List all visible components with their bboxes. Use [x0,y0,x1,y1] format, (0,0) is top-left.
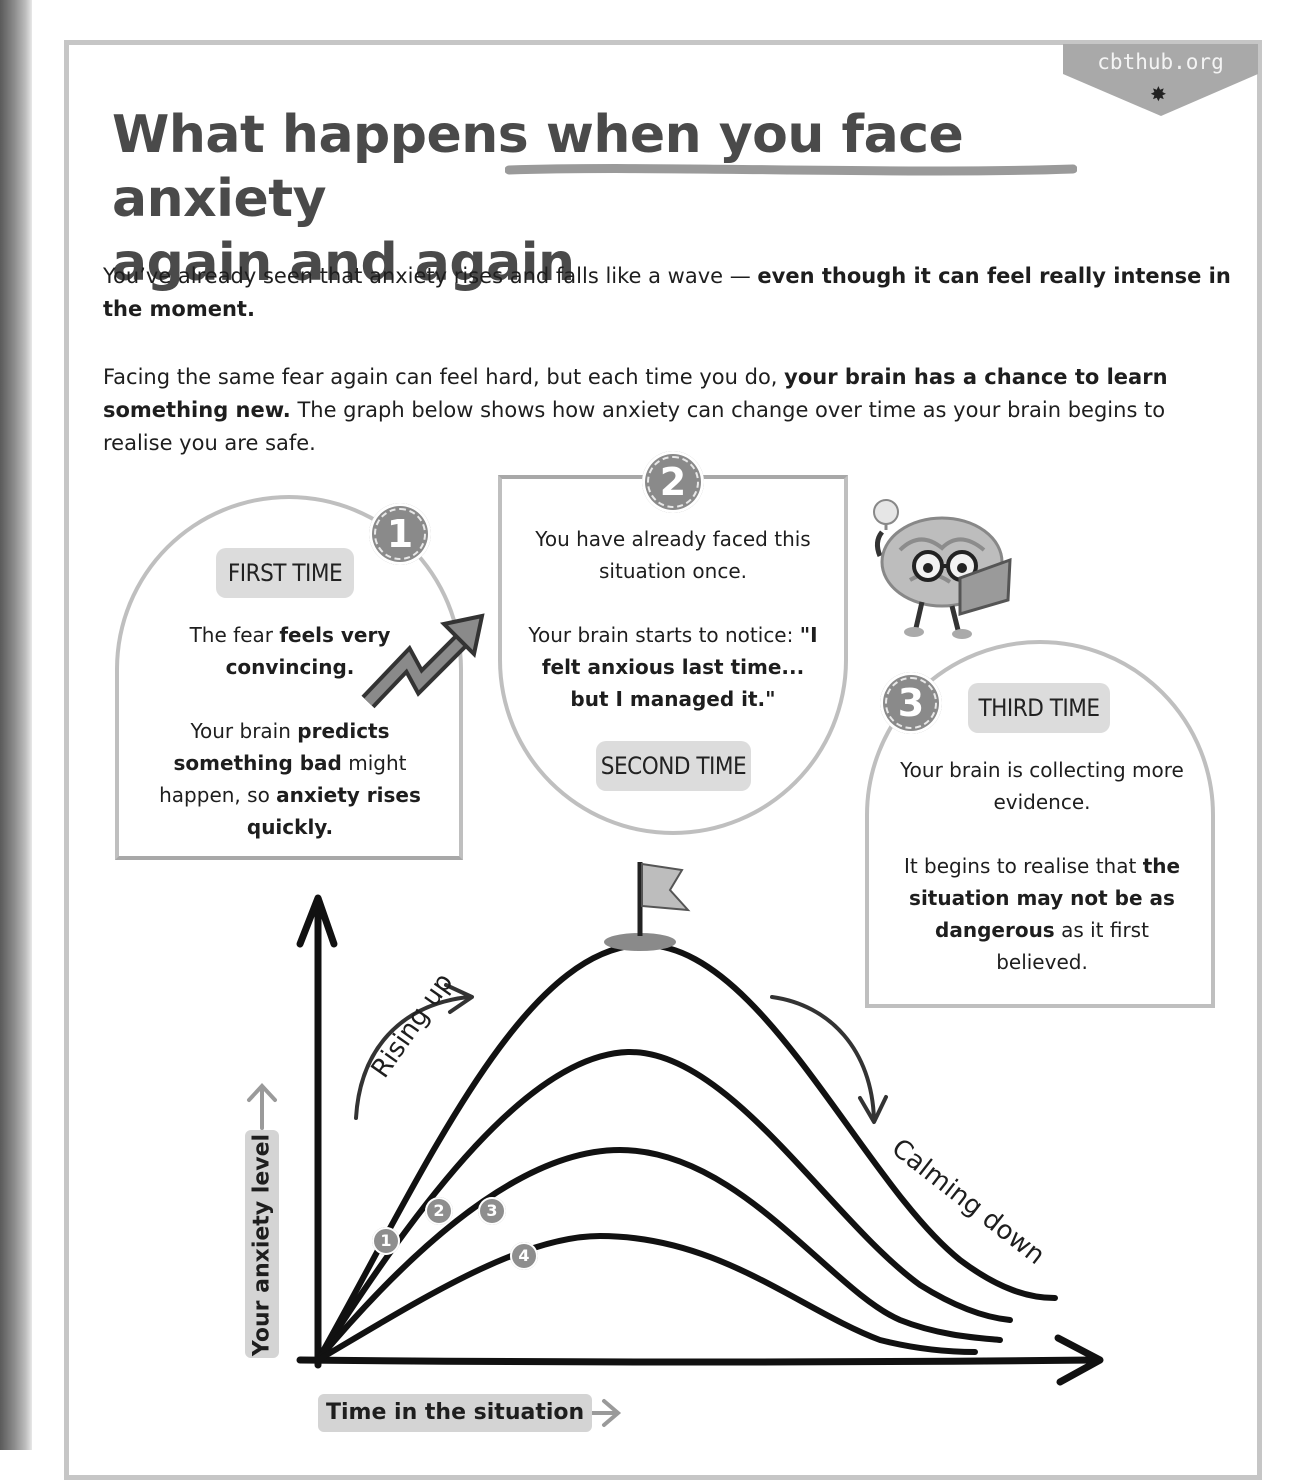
card-1-text-run: The fear [189,623,280,647]
page-title: What happens when you face anxiety again… [112,103,1152,295]
title-line-1: What happens when you face anxiety [112,105,964,229]
card-2-text-run: "I felt anxious last time... but I manag… [541,623,818,711]
star-icon: ✸ [1150,82,1167,106]
curve-marker-4: 4 [510,1242,538,1270]
first-time-label: FIRST TIME [216,548,354,598]
card-1-text-run: anxiety rises quickly. [246,783,421,839]
intro-p2-text-b: The graph below shows how anxiety can ch… [103,398,1166,455]
card-1-text-run: feels very convincing. [225,623,391,679]
watermark-tab [1063,44,1258,116]
third-time-text: Your brain is collecting more evidence. I… [892,754,1192,978]
second-time-label: SECOND TIME [596,741,751,791]
card-3-text-run: the situation may not be as dangerous [909,854,1181,942]
watermark-text: cbthub.org [1097,50,1224,74]
page-spine-shadow [0,0,32,1450]
card-1-text-run: might happen, so [159,751,407,807]
third-time-label: THIRD TIME [968,683,1110,733]
title-line-2: again and again [112,233,575,293]
intro-p1-bold: even though it can feel really intense i… [103,264,1231,321]
curve-marker-2: 2 [425,1197,453,1225]
x-axis-label: Time in the situation [318,1394,593,1432]
curve-marker-1: 1 [372,1227,400,1255]
intro-p1-text: You’ve already seen that anxiety rises a… [103,264,758,288]
card-2-number-badge: 2 [642,451,704,513]
intro-paragraph-1: You’ve already seen that anxiety rises a… [103,260,1233,326]
card-1-text-run: Your brain [190,719,298,743]
card-3-text-run: It begins to realise that [903,854,1143,878]
zigzag-up-arrow-icon [361,613,485,709]
brain-reading-book-icon [873,499,1012,639]
card-2-text-run: Your brain starts to notice: [528,623,800,647]
card-3-text-run: Your brain is collecting more evidence. [900,758,1184,814]
second-time-text: You have already faced this situation on… [520,523,826,715]
intro-p2-bold: your brain has a chance to learn somethi… [103,365,1168,422]
curve-marker-3: 3 [478,1197,506,1225]
first-time-text: The fear feels very convincing. Your brai… [140,619,440,843]
card-1-number-badge: 1 [369,503,431,565]
intro-p2-text-a: Facing the same fear again can feel hard… [103,365,785,389]
card-1-text-run: predicts something bad [173,719,390,775]
card-2-text-run: You have already faced this situation on… [535,527,811,583]
card-3-number-badge: 3 [880,672,942,734]
y-axis-label: Your anxiety level [249,1133,275,1357]
title-underline [505,164,1077,176]
y-axis-label-background [245,1130,279,1358]
intro-paragraph-2: Facing the same fear again can feel hard… [103,361,1233,460]
